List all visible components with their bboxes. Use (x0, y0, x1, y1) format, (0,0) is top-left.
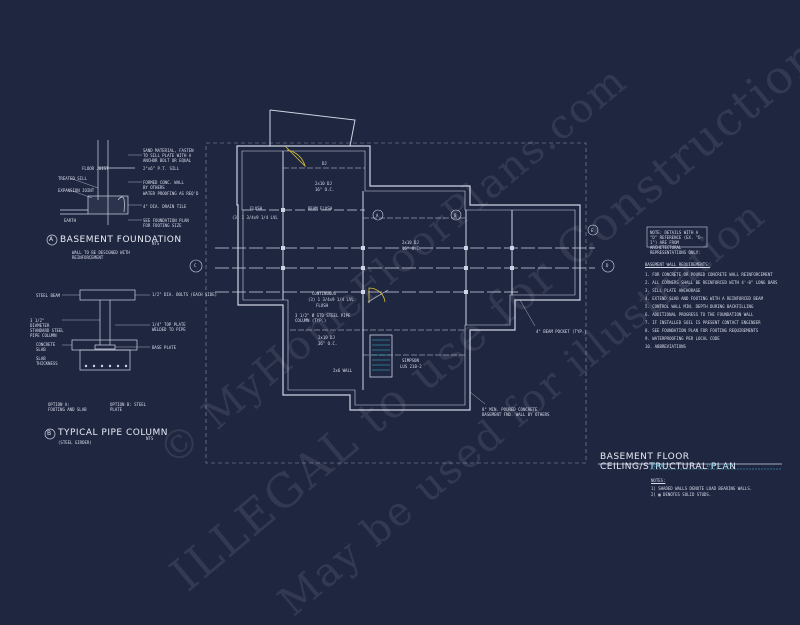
plan-label-2x10-3: 2x10 DJ (318, 335, 335, 340)
wall-req-line-4: 4. EXTEND SLAB AND FOOTING WITH A REINFO… (645, 296, 764, 301)
foundation-callout-3: ANCHOR BOLT OR EQUAL (143, 158, 192, 163)
note-line-1: 1) SHADED WALLS DENOTE LOAD BEARING WALL… (651, 486, 753, 491)
rebar-dots (84, 364, 128, 368)
pipe-callout-4: SLAB THICKNESS (36, 356, 58, 366)
plan-label-dj-1: DJ (322, 161, 327, 166)
plan-label-lvl-1: (3) 1 3/4x9 1/4 LVL (232, 215, 278, 220)
scale-label: SCALE: (651, 463, 666, 468)
pipe-callout-5: 1/2" DIA. BOLTS (EACH SIDE) (152, 292, 218, 297)
plan-label-flush-2: FLUSH (316, 303, 329, 308)
pipe-callout-8: OPTION A: FOOTING AND SLAB (48, 402, 87, 412)
stair-treads (372, 339, 390, 371)
foundation-nts: NTS (152, 241, 160, 246)
door-swing-2 (368, 287, 386, 303)
scale-value: 1/8" = 1'-0" (706, 463, 735, 468)
foundation-callout-4: 2"x6" P.T. SILL (143, 166, 180, 171)
plan-label-beam-pocket: 4" BEAM POCKET (TYP.) (536, 329, 587, 334)
wall-req-line-3: 3. SILL PLATE ANCHORAGE (645, 288, 701, 293)
wall-req-line-7: 7. IF INSTALLED SOIL IS PRESENT CONTACT … (645, 320, 761, 325)
pipe-callout-6: 1/4" TOP PLATE WELDED TO PIPE (152, 322, 186, 332)
grid-marker-c: C (194, 263, 197, 268)
grid-markers (189, 209, 615, 273)
detail-basement-foundation (46, 140, 142, 246)
plan-title: BASEMENT FLOOR CEILING/STRUCTURAL PLAN (600, 452, 737, 472)
foundation-callout-14: EARTH (64, 218, 77, 223)
blueprint-sheet (44, 109, 782, 470)
wall-req-line-8: 8. SEE FOUNDATION PLAN FOR FOOTING REQUI… (645, 328, 759, 333)
pipe-nts: NTS (146, 436, 154, 441)
leader-fnd-wall (469, 391, 486, 405)
grid-marker-a: A (376, 213, 379, 218)
stair-outline (369, 334, 393, 378)
leader-beam-pocket (519, 299, 536, 327)
wall-req-line-1: 1. FOR CONCRETE OR POURED CONCRETE WALL … (645, 272, 773, 277)
plan-label-pipe-column: 3 1/2" Ø STD STEEL PIPE COLUMN (TYP.) (295, 313, 351, 323)
foundation-callout-13: EXPANSION JOINT (58, 188, 95, 193)
foundation-callout-1: SAND MATERIAL, FASTEN (143, 148, 194, 153)
stair-wall (367, 289, 389, 303)
foundation-wall-inner (241, 150, 576, 406)
plan-label-simpson: SIMPSON (402, 358, 419, 363)
grid-marker-e: E (591, 228, 594, 233)
reference-note: NOTE: DETAILS WITH A "D" REFERENCE (EX. … (650, 230, 703, 255)
foundation-wall-outer (236, 145, 581, 411)
plan-label-lvl-2: (3) 1 3/4x9 1/4 LVL (308, 297, 354, 302)
foundation-callout-2: TO SILL PLATE WITH A (143, 153, 192, 158)
detail-pipe-column (44, 289, 150, 440)
plan-label-flush: FLUSH (250, 206, 263, 211)
top-bumpout-wall (269, 109, 356, 147)
foundation-callout-5: FLOOR JOIST (82, 166, 109, 171)
foundation-callout-6: FORMED CONC. WALL (143, 180, 184, 185)
foundation-callout-12: TREATED SILL (58, 176, 87, 181)
plan-label-beam-flush: BEAM FLUSH (308, 206, 333, 211)
pipe-callout-9: OPTION B: STEEL PLATE (110, 402, 147, 412)
pipe-callout-3: CONCRETE SLAB (36, 342, 56, 352)
wall-req-line-9: 9. WATERPROOFING PER LOCAL CODE (645, 336, 720, 341)
wall-req-title: BASEMENT WALL REQUIREMENTS: (645, 262, 711, 267)
plan-label-oc-1: 16" O.C. (315, 187, 335, 192)
plan-label-fnd-wall: 8" MIN. POURED CONCRETE BASEMENT FND. WA… (482, 407, 550, 417)
door-swing-1 (284, 145, 306, 168)
plan-label-oc-2: 16" O.C. (402, 246, 422, 251)
foundation-detail-number: A (49, 236, 54, 243)
grid-marker-d: D (606, 263, 609, 268)
plan-label-oc-3: 16" O.C. (318, 341, 338, 346)
pipe-detail-title: TYPICAL PIPE COLUMN (58, 428, 168, 438)
wall-req-line-5: 5. CONTROL WALL MIN. DEPTH DURING BACKFI… (645, 304, 754, 309)
dashed-frame (205, 142, 587, 464)
wall-req-line-6: 6. ADDITIONAL PROGRESS TO THE FOUNDATION… (645, 312, 754, 317)
plan-label-2x10-1: 2x10 DJ (315, 181, 332, 186)
pipe-detail-number: B (47, 430, 52, 437)
plan-label-2x6-wall: 2x6 WALL (333, 368, 353, 373)
notes-heading: NOTES: (651, 478, 666, 483)
pipe-subtitle: (STEEL GIRDER) (58, 440, 92, 445)
plan-label-lus: LUS 210-2 (400, 364, 422, 369)
wall-req-line-10: 10. ABBREVIATIONS (645, 344, 686, 349)
foundation-callout-9: 4" DIA. DRAIN TILE (143, 204, 187, 209)
wall-req-line-2: 2. ALL CORNERS SHALL BE REINFORCED WITH … (645, 280, 778, 285)
foundation-callout-8: WATER PROOFING AS REQ'D (143, 191, 199, 196)
pipe-callout-1: STEEL BEAM (36, 293, 61, 298)
note-line-2: 2) ▩ DENOTES SOLID STUDS. (651, 492, 712, 497)
foundation-callout-10: SEE FOUNDATION PLAN (143, 218, 189, 223)
pipe-callout-2: 3 1/2" DIAMETER STANDARD STEEL PIPE COLU… (30, 318, 64, 338)
foundation-callout-11: FOR FOOTING SIZE (143, 223, 182, 228)
foundation-note: WALL TO BE DESIGNED WITH REINFORCEMENT (72, 250, 130, 260)
column-markers (281, 208, 514, 294)
reference-note-box (646, 226, 708, 248)
foundation-detail-title: BASEMENT FOUNDATION (60, 235, 182, 245)
grid-marker-b: B (454, 213, 457, 218)
plan-label-continuous: CONTINUOUS (312, 291, 337, 296)
plan-label-2x10-2: 2x10 DJ (402, 240, 419, 245)
pipe-callout-7: BASE PLATE (152, 345, 177, 350)
foundation-callout-7: BY OTHERS (143, 185, 165, 190)
floor-plan (215, 109, 595, 411)
